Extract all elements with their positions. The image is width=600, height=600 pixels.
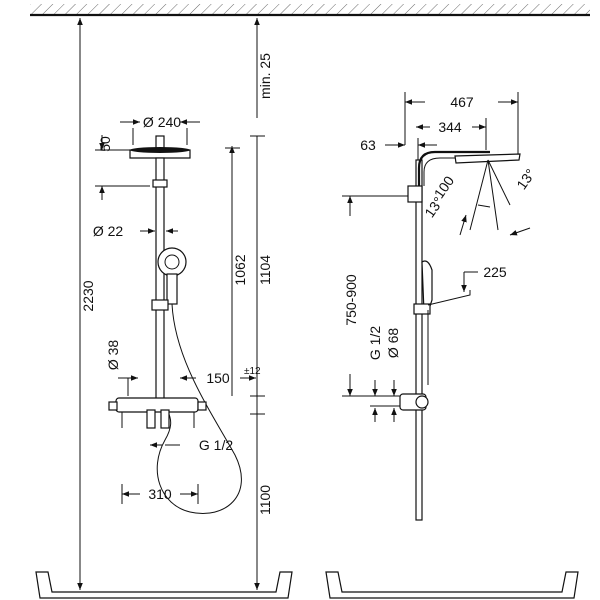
dim-mixer-height: 1100 — [257, 485, 273, 515]
ceiling — [30, 4, 590, 17]
side-shower-head — [454, 153, 521, 164]
dim-head-to-mixer: 1062 — [232, 254, 248, 285]
side-view: 467 344 63 100 13° 13° 750-900 — [342, 92, 539, 521]
shower-arm — [417, 150, 490, 186]
dim-connection-front: G 1/2 — [199, 437, 233, 453]
hand-shower — [157, 247, 187, 277]
dim-head-height: 50 — [97, 136, 113, 152]
floor-right — [325, 571, 579, 599]
riser-pipe — [155, 179, 165, 401]
shower-hose — [156, 303, 242, 514]
dim-mixer-width: 310 — [148, 486, 172, 502]
thermostat-mixer — [115, 397, 199, 413]
dim-adjust-range: 750-900 — [343, 274, 359, 326]
side-riser — [415, 159, 423, 521]
dim-mixer-depth: 150 — [206, 370, 230, 386]
dim-connection-side: G 1/2 — [367, 326, 383, 360]
dim-arm-depth: 344 — [438, 119, 462, 135]
dim-wall-offset: 63 — [360, 137, 376, 153]
front-view: 2230 min. 25 1104 1100 1062 Ø 240 50 Ø 2… — [77, 18, 273, 590]
dim-riser-diameter: Ø 22 — [93, 223, 124, 239]
dim-side-diameter: Ø 68 — [385, 328, 401, 359]
slider — [151, 299, 169, 311]
dim-tolerance: ±12 — [244, 366, 261, 377]
dim-min-ceiling: min. 25 — [257, 53, 273, 99]
dim-hand-shower: 225 — [483, 264, 507, 280]
dim-overall-depth: 467 — [450, 94, 474, 110]
dim-total-height: 2230 — [80, 280, 96, 311]
dim-mixer-diameter: Ø 38 — [105, 340, 121, 371]
dim-angle-right: 13° — [513, 166, 538, 193]
floor-left — [35, 571, 293, 599]
dim-head-diameter: Ø 240 — [143, 114, 181, 130]
dim-head-to-floor-offset: 1104 — [257, 255, 273, 285]
